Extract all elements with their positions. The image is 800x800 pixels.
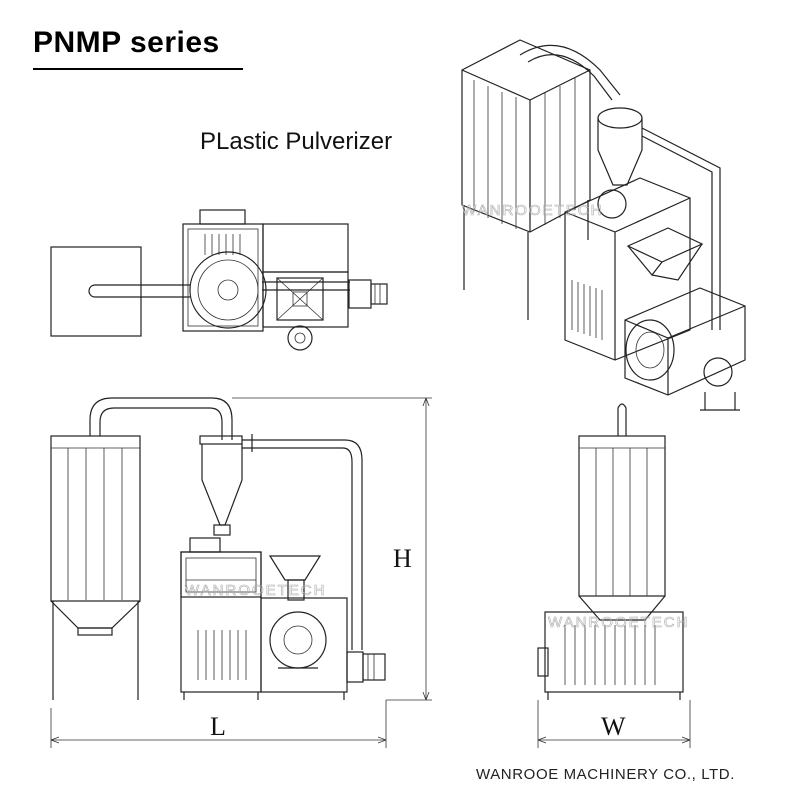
dimension-lines [50, 397, 691, 748]
series-title: PNMP series [33, 26, 220, 59]
height-label: H [393, 544, 412, 573]
front-view: WANROOETECH [50, 397, 386, 700]
watermark-text: WANROOETECH [462, 202, 603, 219]
isometric-view: WANROOETECH [461, 39, 746, 411]
title-underline [33, 68, 243, 70]
side-view: WANROOETECH [537, 403, 689, 700]
company-name: WANROOE MACHINERY CO., LTD. [476, 766, 736, 783]
length-label: L [210, 712, 226, 741]
product-subtitle: PLastic Pulverizer [200, 128, 393, 155]
width-label: W [601, 712, 626, 741]
watermark-text-front: WANROOETECH [185, 582, 326, 599]
watermark-text-side: WANROOETECH [548, 614, 689, 631]
top-view [50, 209, 388, 351]
